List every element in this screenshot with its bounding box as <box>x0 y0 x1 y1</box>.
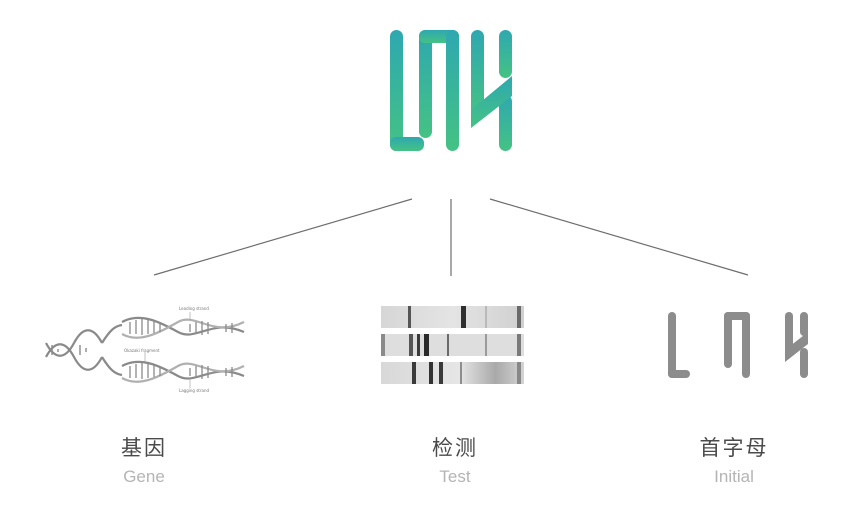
lnx-logo-icon <box>390 30 512 151</box>
gel-row-3 <box>381 362 524 384</box>
connector-line-initial <box>489 198 749 276</box>
gel-bands-icon <box>381 306 524 384</box>
connector-line-gene <box>153 198 413 276</box>
branch-test-subtitle: Test <box>439 467 471 486</box>
branch-gene-subtitle: Gene <box>123 467 165 486</box>
dna-label-lagging: Lagging strand <box>179 388 209 393</box>
dna-label-leading: Leading strand <box>179 306 209 311</box>
dna-helix-icon <box>45 312 245 388</box>
connector-lines <box>153 198 749 276</box>
gel-row-2 <box>381 334 524 356</box>
dna-label-okazaki: Okazaki fragment <box>124 348 160 353</box>
branch-initial-title: 首字母 <box>699 436 769 460</box>
branch-test-title: 检测 <box>432 436 478 460</box>
gel-row-1 <box>381 306 524 328</box>
branch-gene-title: 基因 <box>121 436 167 460</box>
lnx-letters-icon <box>668 312 808 378</box>
branch-initial-subtitle: Initial <box>714 467 754 486</box>
